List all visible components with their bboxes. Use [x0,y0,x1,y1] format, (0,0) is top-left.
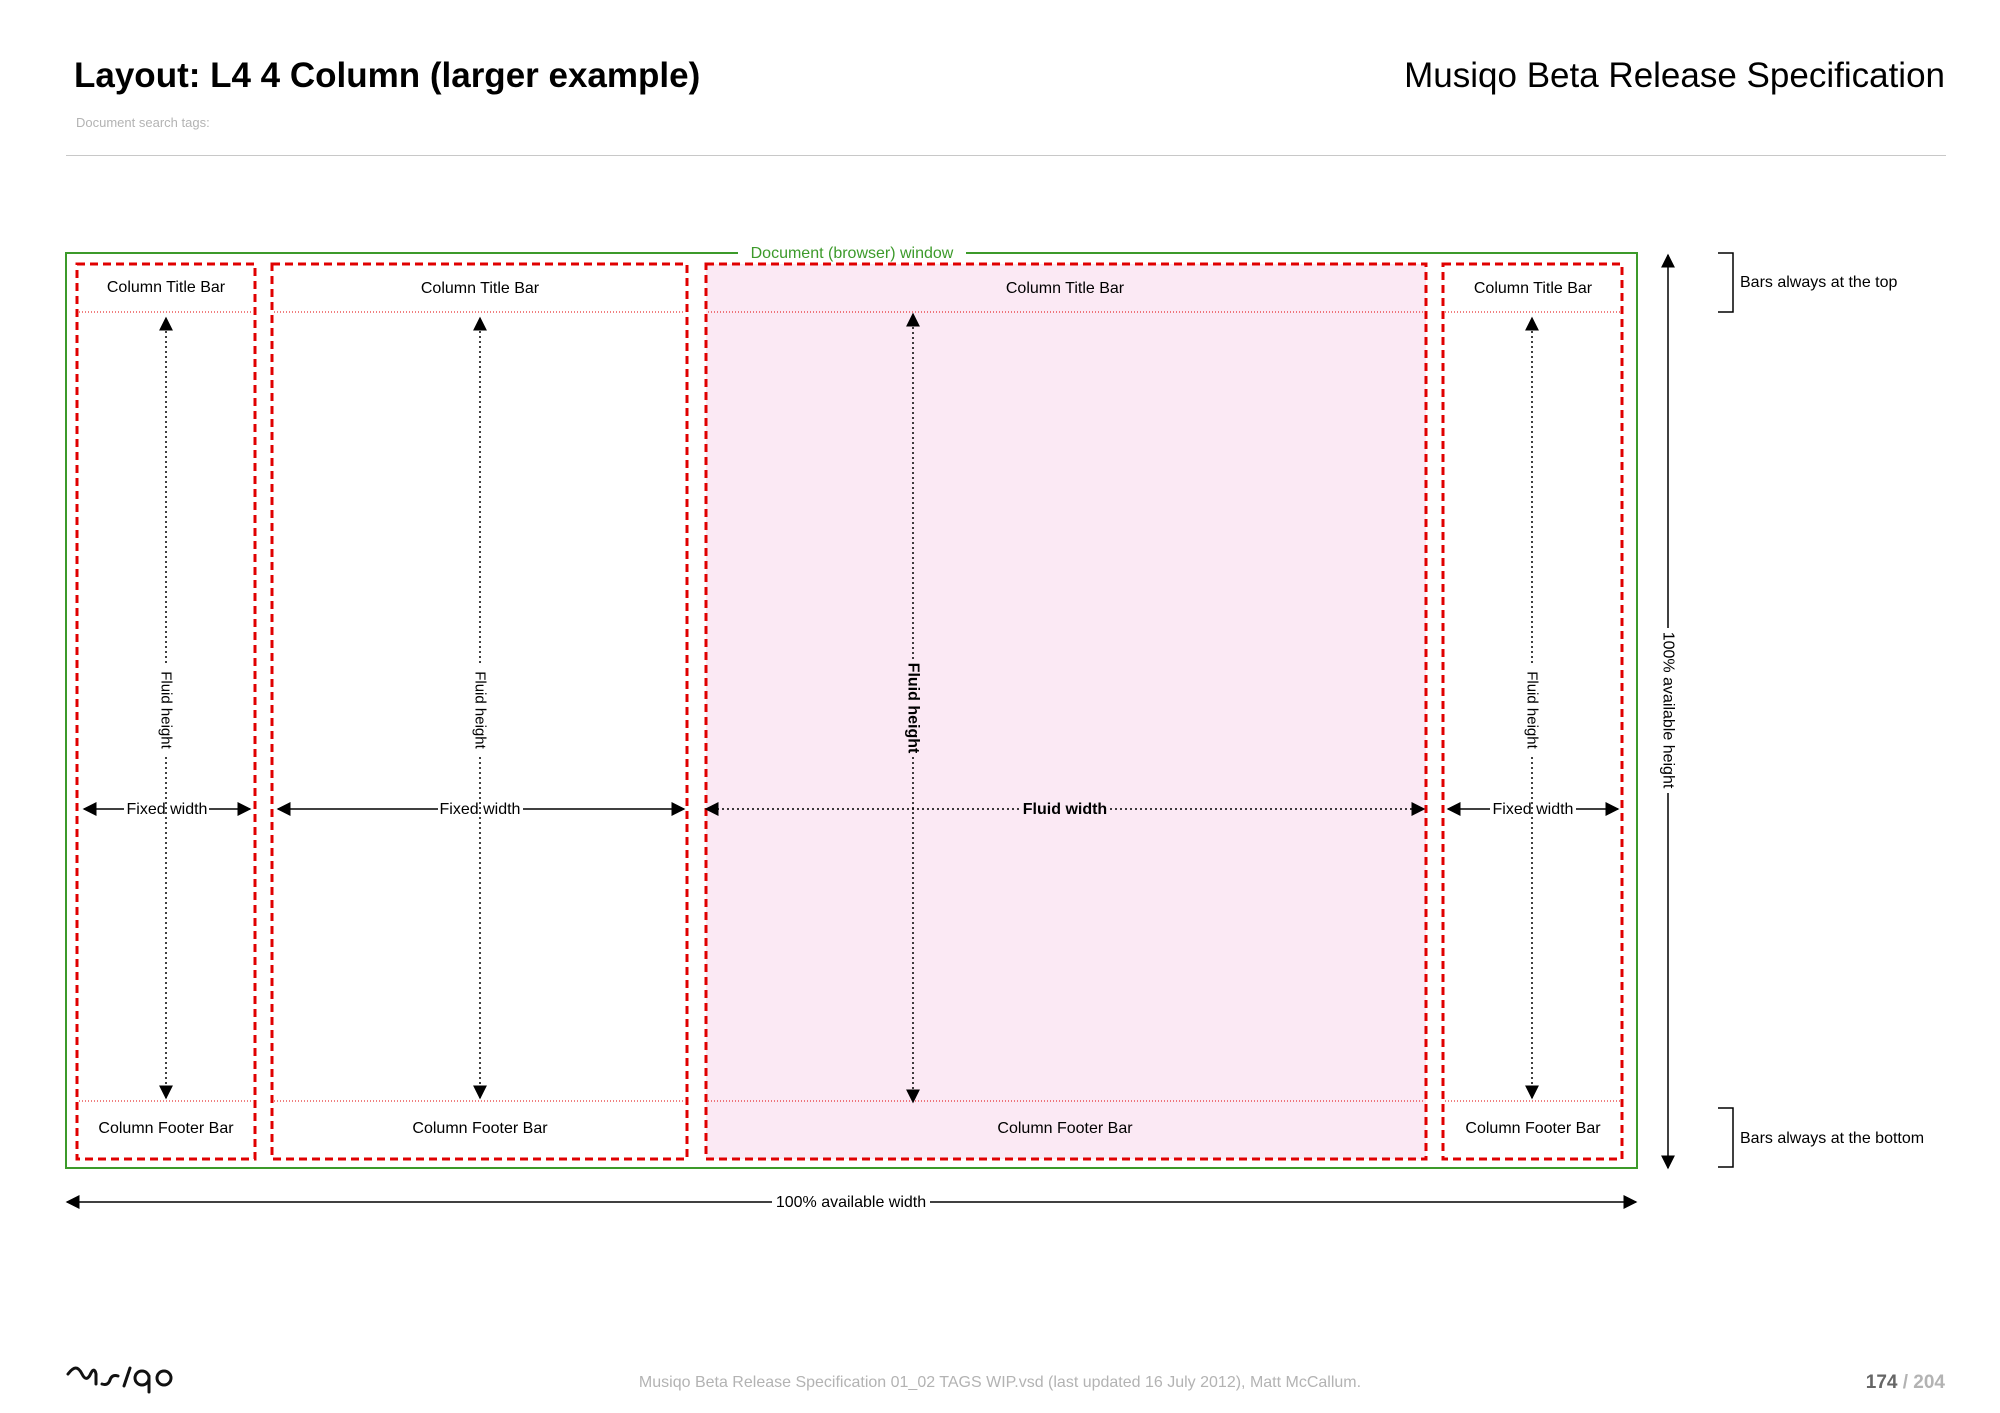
column-4: Column Title Bar Column Footer Bar Fluid… [1441,262,1624,1161]
width-label: Fixed width [1493,801,1574,818]
column-footer-bar: Column Footer Bar [412,1120,548,1137]
header-divider [66,155,1946,156]
column-frame [1441,262,1624,1161]
page-current: 174 [1865,1372,1898,1393]
browser-window-label: Document (browser) window [751,245,954,262]
height-label: Fluid height [158,671,175,749]
column-3-fluid: Column Title Bar Column Footer Bar Fluid… [704,262,1428,1161]
height-label: Fluid height [905,663,922,754]
column-frame [704,262,1428,1161]
top-note: Bars always at the top [1740,274,1898,291]
bottom-bracket [1718,1107,1734,1168]
top-bracket [1718,252,1734,313]
column-footer-bar: Column Footer Bar [1465,1120,1601,1137]
bottom-note: Bars always at the bottom [1740,1130,1924,1147]
available-height-label: 100% available height [1660,632,1677,789]
page-number: 174 / 204 [1866,1372,1945,1394]
page-title: Layout: L4 4 Column (larger example) [74,56,701,95]
column-title-bar: Column Title Bar [1474,280,1593,297]
column-title-bar: Column Title Bar [421,280,540,297]
column-1: Column Title Bar Column Footer Bar Fluid… [75,262,257,1161]
search-tags-label: Document search tags: [76,115,210,130]
column-title-bar: Column Title Bar [107,279,226,296]
column-frame [270,262,689,1161]
available-width-label: 100% available width [776,1194,926,1211]
footer-file-info: Musiqo Beta Release Specification 01_02 … [638,1374,1362,1391]
document-title: Musiqo Beta Release Specification [1404,56,1945,95]
column-2: Column Title Bar Column Footer Bar Fluid… [270,262,689,1161]
width-label: Fluid width [1023,801,1107,818]
width-label: Fixed width [127,801,208,818]
width-label: Fixed width [440,801,521,818]
column-title-bar: Column Title Bar [1006,280,1125,297]
column-footer-bar: Column Footer Bar [98,1120,234,1137]
column-fill [706,264,1426,1159]
height-label: Fluid height [472,671,489,749]
column-footer-bar: Column Footer Bar [997,1120,1133,1137]
page-total: 204 [1913,1372,1945,1393]
page-separator: / [1897,1372,1914,1393]
musiqo-logo: musiqo [66,1366,173,1394]
height-label: Fluid height [1524,671,1541,749]
column-frame [75,262,257,1161]
